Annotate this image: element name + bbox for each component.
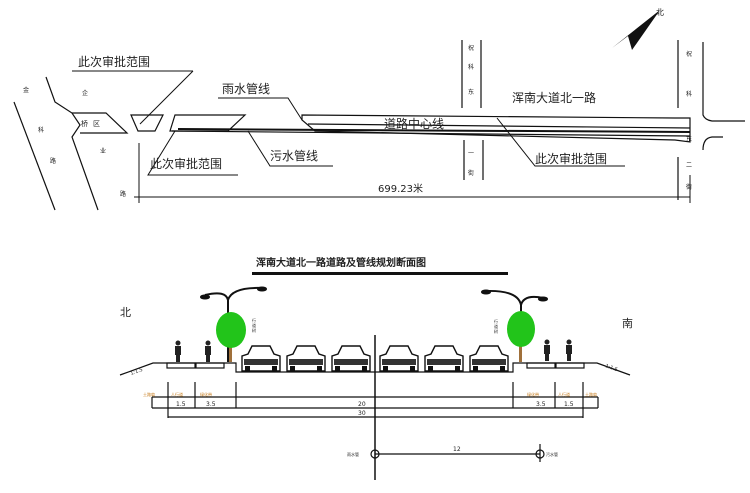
road-name-label: 浑南大道北一路 [512, 90, 596, 105]
road-centerline-label: 道路中心线 [384, 116, 444, 131]
slope-label-left: 1:1.5 [130, 367, 144, 377]
north-label: 北 [120, 306, 131, 319]
approval-scope-label-1: 此次审批范围 [78, 54, 150, 69]
rainwater-pipe-label: 雨水管线 [222, 81, 270, 96]
street-lamp-left-icon [200, 286, 267, 362]
dim-carriageway: 20 [358, 401, 366, 408]
street-char: 街 [686, 183, 692, 191]
left-road-char: 金 [23, 86, 29, 94]
tree-label-char: 树 [252, 327, 256, 333]
tree-left-icon [216, 312, 246, 348]
street-char: 科 [686, 90, 692, 98]
dim-sidewalk-right: 1.5 [564, 401, 574, 408]
pedestrian-icon [544, 339, 550, 361]
street-char: 东 [468, 88, 474, 96]
left-road-char: 科 [38, 126, 44, 134]
green-belt-label-left: 绿化带 [200, 391, 212, 397]
street-char: 一 [468, 150, 474, 157]
street-char: 二 [686, 162, 692, 169]
car-icon [469, 345, 509, 372]
north-arrow-icon [612, 10, 660, 50]
pedestrian-icon [205, 340, 211, 362]
cross-street-2-label: 祝 科 东 二 街 [686, 50, 692, 191]
tree-trunk-right [519, 340, 522, 362]
sidewalk-label-left: 人行道 [171, 391, 183, 397]
tree-trunk-left [229, 340, 232, 362]
street-char: 科 [468, 63, 474, 71]
tree-label-char: 道 [494, 323, 498, 329]
dim-sidewalk-left: 1.5 [176, 401, 186, 408]
bridge-area-char: 桥 [81, 119, 88, 128]
car-icon [286, 345, 326, 372]
road-body [301, 114, 691, 143]
pedestrian-icon [175, 340, 181, 362]
street-lamp-right-icon [481, 289, 548, 362]
approval-area-left [130, 114, 164, 132]
tree-label-char: 行 [494, 318, 498, 324]
rain-pipe-label: 雨水管 [347, 451, 359, 457]
dim-green-left: 3.5 [206, 401, 216, 408]
left-road-edge-2 [45, 76, 99, 211]
cross-street-1-label: 祝 科 东 一 街 [468, 44, 474, 177]
dim-green-right: 3.5 [536, 401, 546, 408]
tree-label-char: 道 [252, 322, 256, 328]
left-road-char: 企 [82, 89, 88, 97]
north-arrow-label: 北 [656, 8, 664, 17]
left-road-edge-1 [13, 101, 56, 211]
street-char: 祝 [686, 50, 692, 58]
street-char: 东 [686, 135, 692, 143]
car-icon [241, 345, 281, 372]
approval-scope-label-2: 此次审批范围 [150, 156, 222, 171]
tree-label-left: 行 道 树 [252, 317, 256, 333]
cross-street-2-edges [677, 40, 745, 122]
shoulder-label-right: 土路肩 [585, 391, 597, 397]
sidewalk-label-right: 人行道 [558, 391, 570, 397]
dim-pipe-spacing: 12 [453, 446, 461, 453]
cross-street-1-edges [461, 40, 482, 108]
south-label: 南 [622, 317, 633, 330]
tree-label-right: 行 道 树 [494, 318, 498, 334]
dim-total: 30 [358, 410, 366, 417]
left-road-char: 业 [100, 147, 106, 155]
section-title: 浑南大道北一路道路及管线规划断面图 [256, 256, 426, 269]
street-char: 祝 [468, 44, 474, 52]
length-label: 699.23米 [378, 182, 423, 195]
street-char: 街 [468, 169, 474, 177]
car-icon [379, 345, 419, 372]
shoulder-label-left: 土路肩 [143, 391, 155, 397]
sewage-pipe-label: 污水管线 [270, 148, 318, 163]
bridge-area-box [72, 112, 129, 134]
approval-scope-label-3: 此次审批范围 [535, 151, 607, 166]
left-road-char: 路 [120, 190, 126, 198]
section-profile [119, 335, 631, 480]
tree-label-char: 树 [494, 328, 498, 334]
tree-right-icon [507, 311, 535, 347]
car-icon [424, 345, 464, 372]
cars [241, 345, 509, 372]
slope-label-right: 1:1.5 [604, 363, 618, 373]
green-belt-label-right: 绿化带 [527, 391, 539, 397]
title-underline [252, 272, 508, 275]
left-road-char: 路 [50, 157, 56, 165]
car-icon [331, 345, 371, 372]
plan-view [13, 40, 745, 211]
pedestrian-icon [566, 339, 572, 361]
left-road-labels: 金 科 路 企 业 路 [23, 86, 126, 198]
sewage-pipe-label-section: 污水管 [546, 451, 558, 457]
bridge-area-char: 区 [93, 120, 100, 128]
tree-label-char: 行 [252, 317, 256, 323]
